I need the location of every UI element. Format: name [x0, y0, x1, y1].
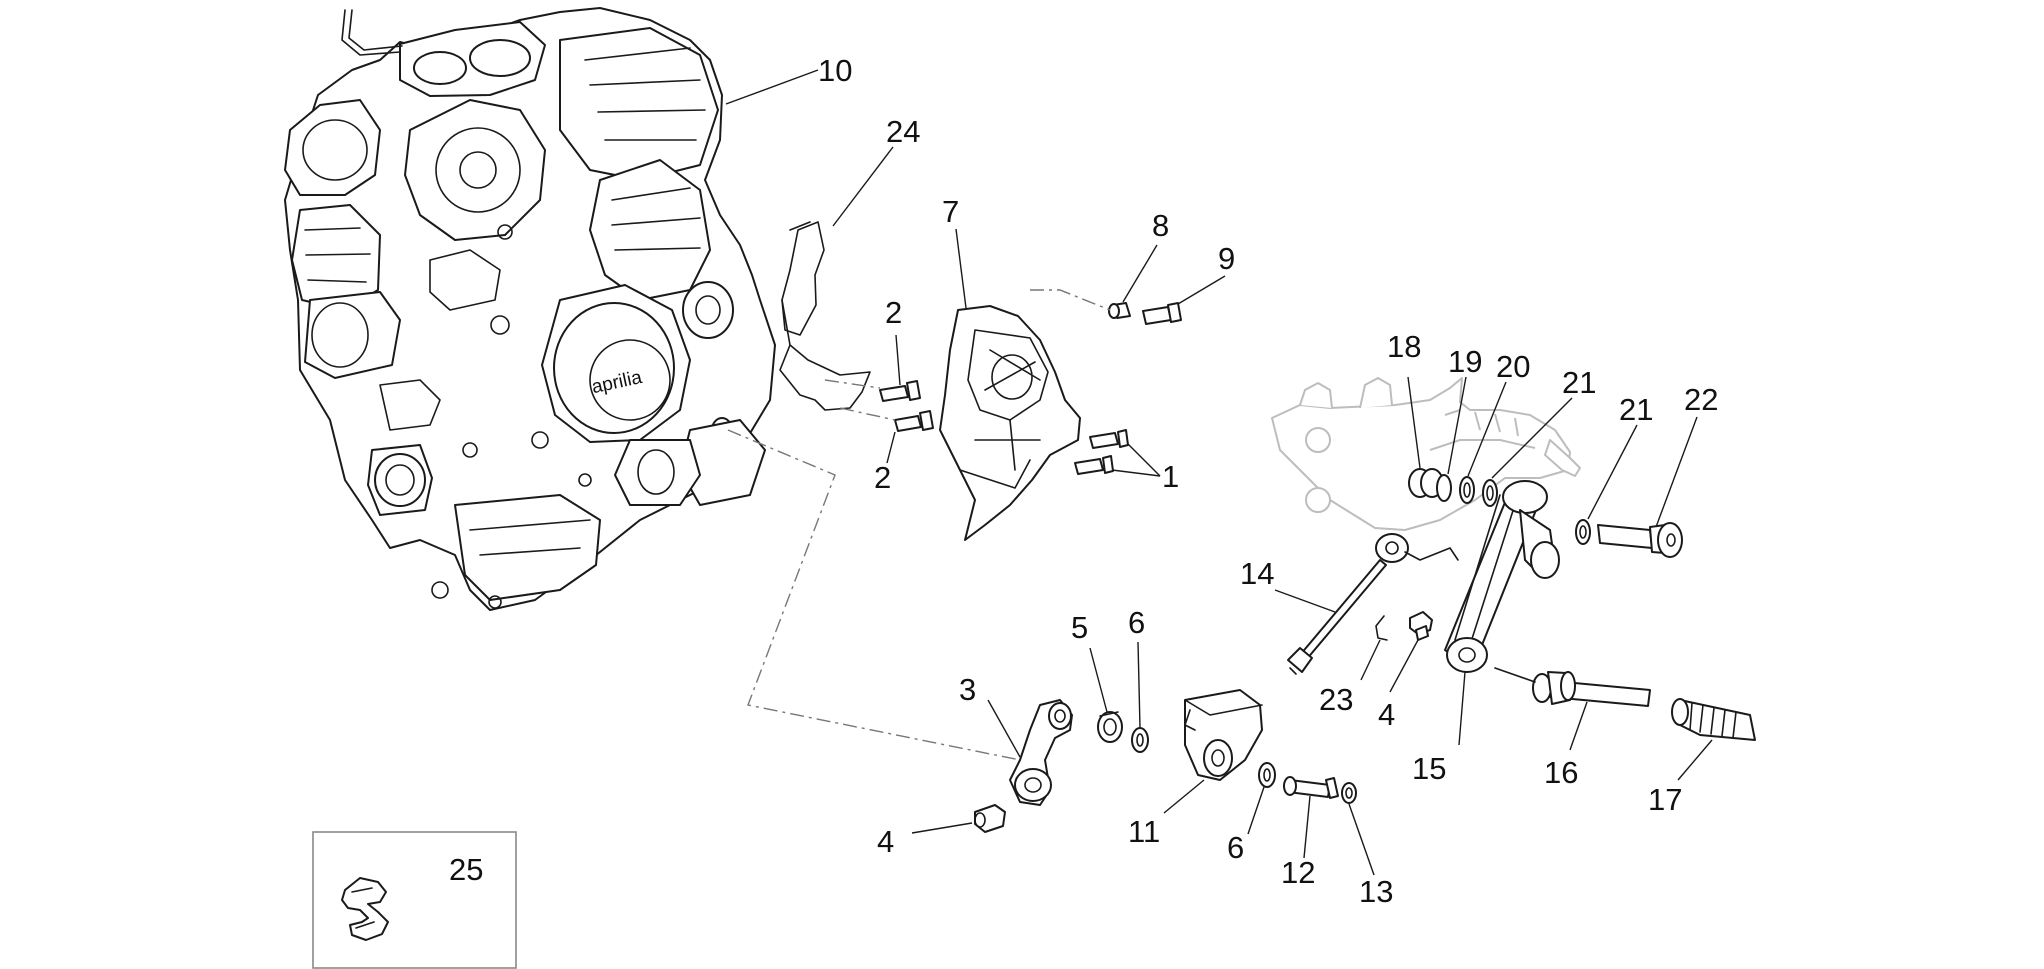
- callout-4-right: 4: [1378, 697, 1395, 732]
- pinch-bolt-part: [974, 804, 1006, 833]
- callout-2-lower: 2: [874, 460, 891, 495]
- callout-9: 9: [1218, 241, 1235, 276]
- callout-23: 23: [1319, 682, 1353, 717]
- callout-25: 25: [449, 852, 483, 887]
- callout-10: 10: [818, 53, 852, 88]
- circlip-and-bolt-part: [1375, 611, 1433, 641]
- callout-24: 24: [886, 114, 920, 149]
- callout-19: 19: [1448, 344, 1482, 379]
- callout-1: 1: [1162, 459, 1179, 494]
- callout-3: 3: [959, 672, 976, 707]
- pivot-pin-part: [1597, 522, 1683, 558]
- callout-21-lower: 21: [1619, 392, 1653, 427]
- peg-shaft-part: [1494, 667, 1651, 707]
- washer-upper-part: [1131, 727, 1149, 753]
- callout-20: 20: [1496, 349, 1530, 384]
- callout-13: 13: [1359, 874, 1393, 909]
- callout-labels: 10 24 7 8 9 2 2 1 18 19 20 21 21 22 14 5…: [449, 53, 1718, 909]
- lock-nut-part: [1341, 782, 1357, 804]
- shift-rod-part: [1287, 533, 1459, 675]
- cover-bolts-part: [1074, 429, 1129, 475]
- linkage-bolt-part: [1283, 776, 1339, 799]
- callout-11: 11: [1128, 814, 1160, 849]
- callout-5: 5: [1071, 610, 1088, 645]
- leader-lines: [725, 69, 1713, 876]
- gasket-bolts-part: [879, 380, 934, 432]
- gear-lever-part: [1444, 480, 1560, 673]
- bushing-part: [1097, 711, 1123, 743]
- washer-lower-part: [1258, 762, 1276, 788]
- callout-17: 17: [1648, 782, 1682, 817]
- callout-22: 22: [1684, 382, 1718, 417]
- rubber-peg-part: [1671, 698, 1756, 741]
- callout-2-upper: 2: [885, 295, 902, 330]
- callout-12: 12: [1281, 855, 1315, 890]
- callout-6-upper: 6: [1128, 605, 1145, 640]
- pivot-washers-part: [1408, 468, 1591, 545]
- callout-16: 16: [1544, 755, 1578, 790]
- callout-7: 7: [942, 194, 959, 229]
- sprocket-cover-part: [939, 305, 1081, 541]
- spacer-and-bolt-part: [1108, 302, 1182, 325]
- linkage-block-part: [1184, 689, 1263, 781]
- callout-8: 8: [1152, 208, 1169, 243]
- engine-assembly: aprilia: [284, 7, 776, 611]
- callout-6-lower: 6: [1227, 830, 1244, 865]
- cable-clip-inset: [312, 831, 517, 969]
- callout-18: 18: [1387, 329, 1421, 364]
- footpeg-bracket-part: [1271, 377, 1581, 531]
- shift-arm-part: [1009, 699, 1073, 806]
- callout-14: 14: [1240, 556, 1274, 591]
- gasket-part: [779, 221, 871, 411]
- callout-21-upper: 21: [1562, 365, 1596, 400]
- callout-4-left: 4: [877, 824, 894, 859]
- assembly-lines: [727, 289, 1111, 761]
- callout-15: 15: [1412, 751, 1446, 786]
